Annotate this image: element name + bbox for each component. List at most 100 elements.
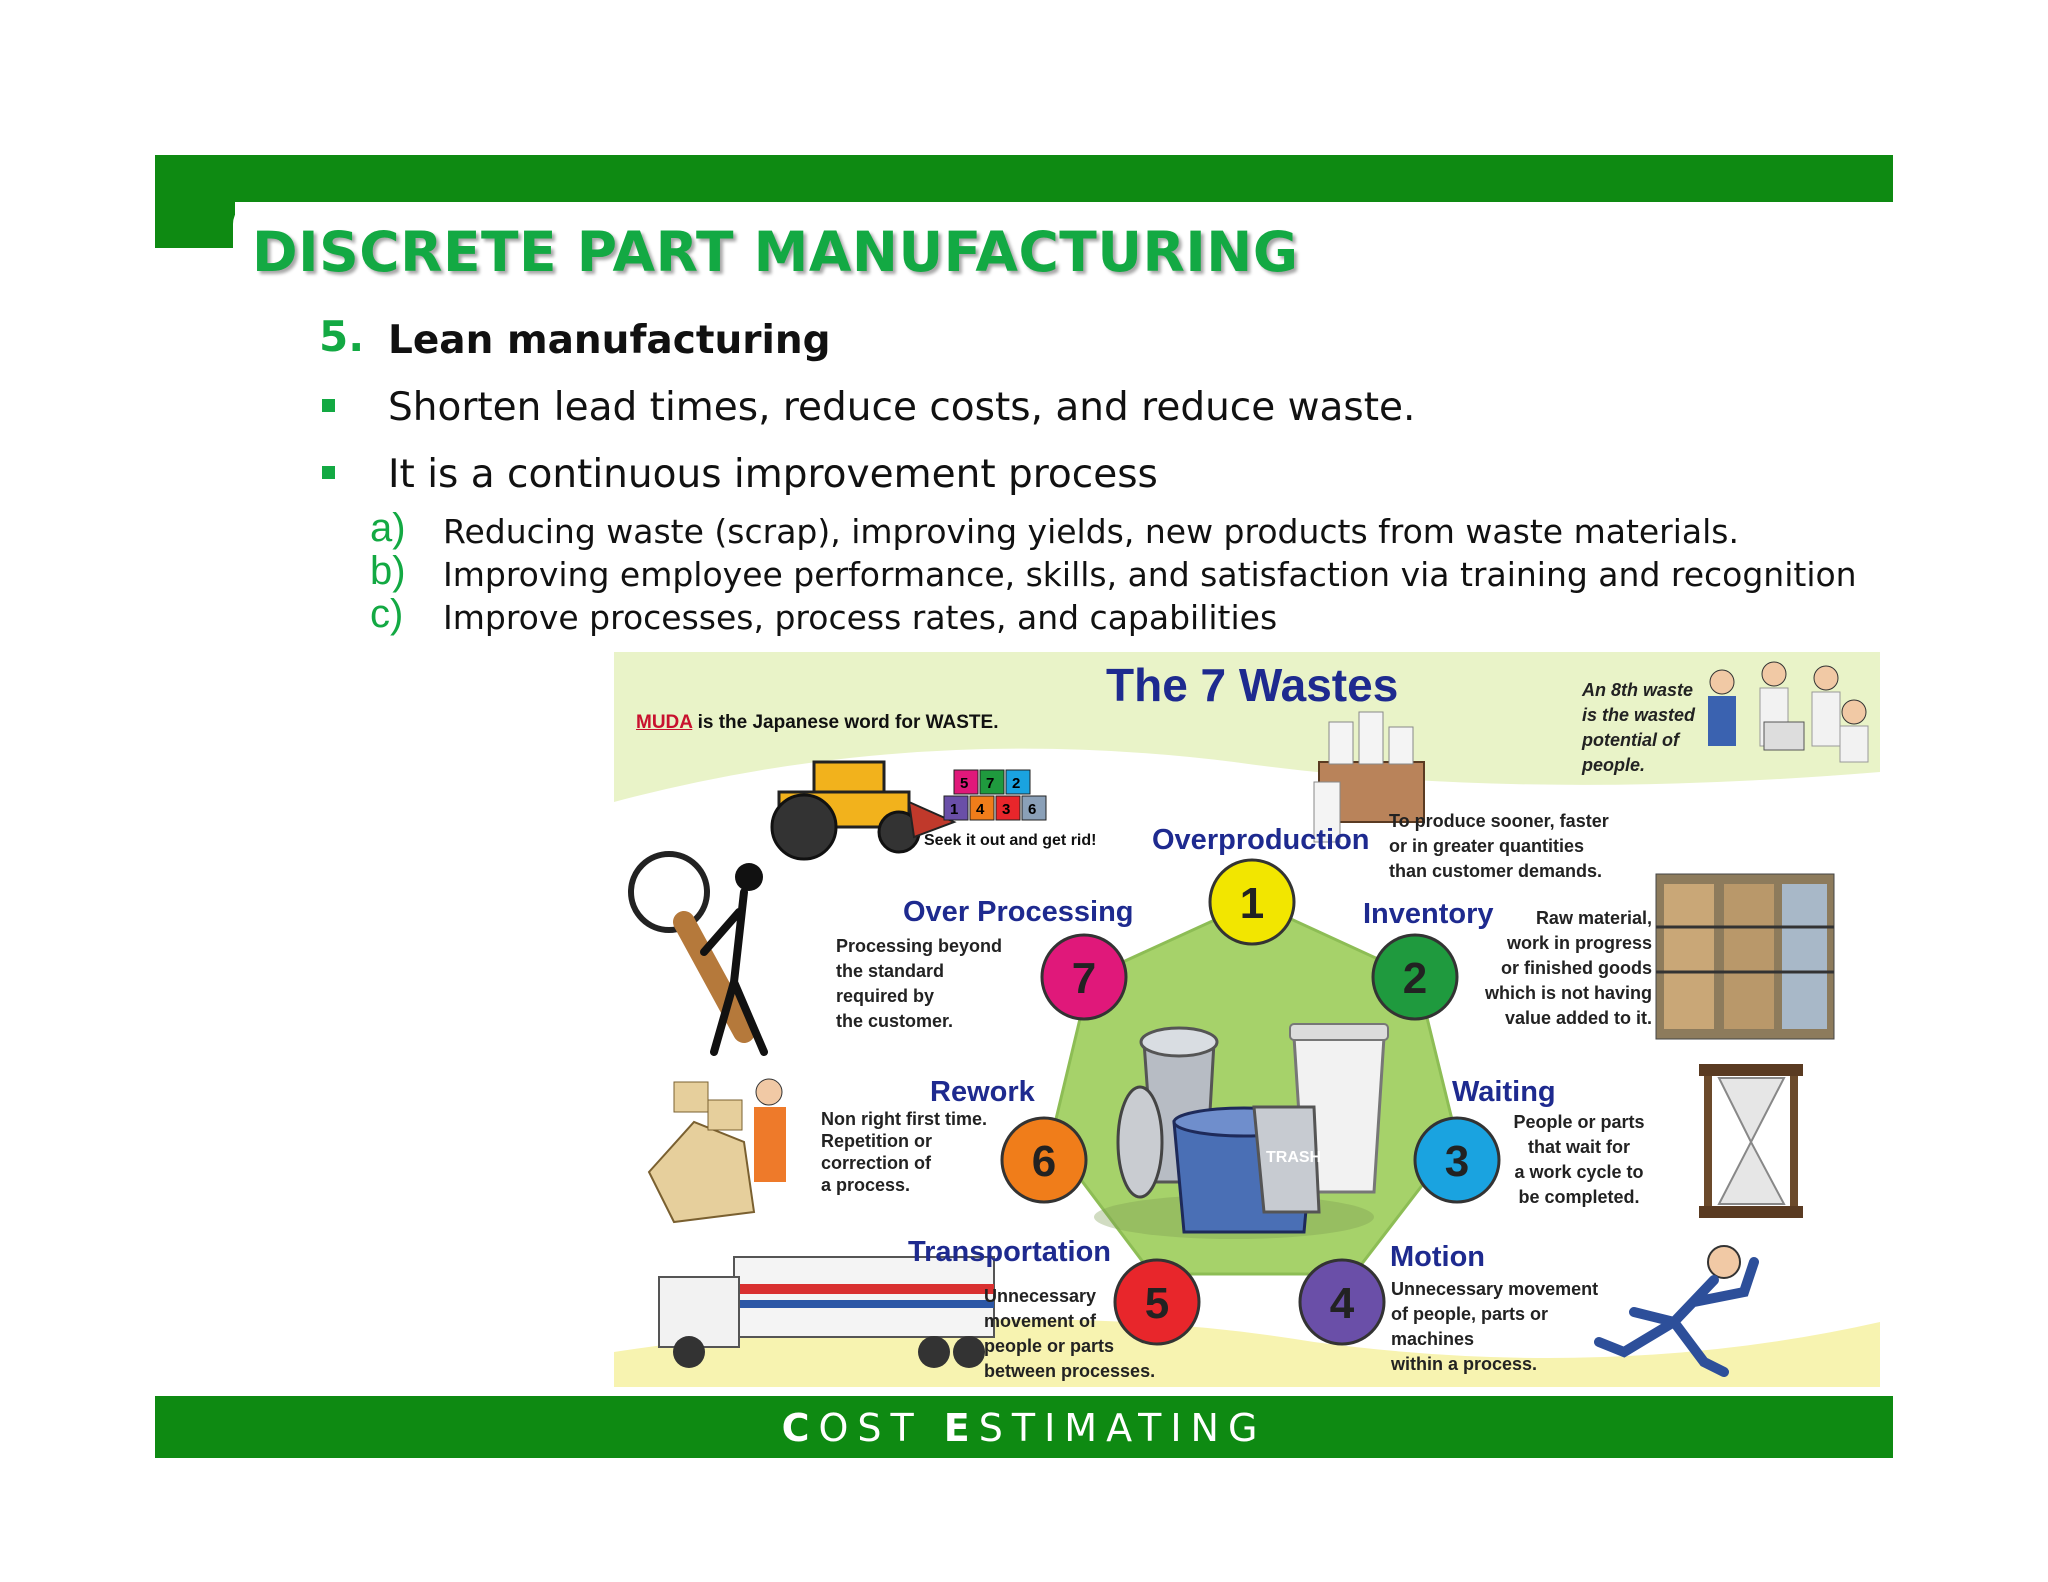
eighth-waste-line: people. bbox=[1582, 755, 1646, 775]
warehouse-illustration bbox=[1655, 873, 1835, 1040]
footer-initial-e: E bbox=[943, 1406, 979, 1450]
footer-title: COST ESTIMATING bbox=[155, 1406, 1893, 1450]
waste-desc-transportation: Unnecessary movement of people or parts … bbox=[984, 1284, 1155, 1384]
desc-line: which is not having bbox=[1484, 983, 1652, 1003]
bullet-text-1: Shorten lead times, reduce costs, and re… bbox=[388, 385, 1416, 430]
waste-name-overproduction: Overproduction bbox=[1152, 824, 1370, 856]
header-bar bbox=[155, 155, 1893, 202]
desc-line: the standard bbox=[836, 961, 945, 981]
trash-cans-illustration: TRASH bbox=[1094, 1023, 1389, 1239]
bullet-text-2: It is a continuous improvement process bbox=[388, 452, 1158, 497]
desc-line: the customer. bbox=[836, 1011, 954, 1031]
waste-circle-1 bbox=[1208, 858, 1296, 946]
boxes-worker-illustration bbox=[647, 1078, 786, 1224]
svg-text:6: 6 bbox=[1028, 801, 1036, 818]
seven-wastes-infographic: TRASH 5 7 2 1 4 3 6 bbox=[614, 652, 1880, 1387]
bullet-marker bbox=[322, 466, 335, 479]
desc-line: within a process. bbox=[1391, 1354, 1538, 1374]
waste-desc-over-processing: Processing beyond the standard required … bbox=[836, 934, 1002, 1034]
waste-name-waiting: Waiting bbox=[1452, 1076, 1556, 1108]
waste-name-inventory: Inventory bbox=[1363, 898, 1494, 930]
magnifier-man-illustration bbox=[628, 851, 768, 1056]
muda-caption: MUDA is the Japanese word for WASTE. bbox=[636, 712, 998, 734]
waste-desc-motion: Unnecessary movement of people, parts or… bbox=[1391, 1277, 1598, 1377]
desc-line: be completed. bbox=[1518, 1187, 1640, 1207]
footer-word-ost: OST bbox=[818, 1406, 944, 1450]
eighth-waste-line: potential of bbox=[1582, 730, 1679, 750]
desc-line: that wait for bbox=[1528, 1137, 1630, 1157]
desc-line: of people, parts or bbox=[1391, 1304, 1549, 1324]
waste-number-6: 6 bbox=[1032, 1137, 1056, 1186]
waste-number-7: 7 bbox=[1072, 954, 1096, 1003]
desc-line: work in progress bbox=[1506, 933, 1652, 953]
desc-line: between processes. bbox=[984, 1361, 1156, 1381]
desc-line: Unnecessary bbox=[984, 1286, 1097, 1306]
desc-line: correction of bbox=[821, 1153, 932, 1173]
waste-circle-7 bbox=[1040, 933, 1128, 1021]
infographic-art: TRASH 5 7 2 1 4 3 6 bbox=[614, 652, 1880, 1387]
running-man-illustration bbox=[1594, 1245, 1759, 1377]
waste-number-2: 2 bbox=[1403, 954, 1427, 1003]
desc-line: Unnecessary movement bbox=[1391, 1279, 1599, 1299]
sub-item-letter-a: a) bbox=[370, 506, 406, 550]
seek-caption: Seek it out and get rid! bbox=[924, 832, 1097, 849]
hourglass-illustration bbox=[1699, 1064, 1803, 1218]
waste-number-3: 3 bbox=[1445, 1137, 1469, 1186]
title-panel bbox=[233, 202, 1893, 262]
svg-text:4: 4 bbox=[976, 801, 985, 818]
bullet-marker bbox=[322, 399, 335, 412]
waste-name-over-processing: Over Processing bbox=[903, 896, 1134, 928]
waste-circle-3 bbox=[1413, 1116, 1501, 1204]
waste-desc-overproduction: To produce sooner, faster or in greater … bbox=[1389, 809, 1609, 884]
waste-name-rework: Rework bbox=[930, 1076, 1035, 1108]
header-tab-accent bbox=[155, 155, 235, 248]
desc-line: required by bbox=[836, 986, 935, 1006]
eighth-waste-line: is the wasted bbox=[1582, 705, 1696, 725]
desc-line: or in greater quantities bbox=[1389, 836, 1585, 856]
desc-line: movement of bbox=[984, 1311, 1097, 1331]
waste-name-transportation: Transportation bbox=[908, 1236, 1112, 1268]
desc-line: than customer demands. bbox=[1389, 861, 1603, 881]
desc-line: machines bbox=[1391, 1329, 1475, 1349]
sub-item-letter-c: c) bbox=[370, 592, 404, 636]
svg-text:2: 2 bbox=[1012, 775, 1020, 792]
desc-line: Processing beyond bbox=[836, 936, 1003, 956]
section-heading: Lean manufacturing bbox=[388, 318, 831, 363]
desc-line: People or parts bbox=[1513, 1112, 1645, 1132]
desc-line: people or parts bbox=[984, 1336, 1115, 1356]
footer-initial-c: C bbox=[781, 1406, 819, 1450]
sub-item-text-b: Improving employee performance, skills, … bbox=[443, 555, 1857, 594]
footer-word-stimating: STIMATING bbox=[978, 1406, 1267, 1450]
desc-line: To produce sooner, faster bbox=[1389, 811, 1609, 831]
svg-text:7: 7 bbox=[986, 775, 994, 792]
waste-desc-rework: Non right first time. Repetition or corr… bbox=[821, 1108, 987, 1196]
waste-circle-4 bbox=[1298, 1258, 1386, 1346]
waste-name-motion: Motion bbox=[1390, 1241, 1486, 1273]
desc-line: Raw material, bbox=[1535, 908, 1652, 928]
waste-number-1: 1 bbox=[1240, 879, 1264, 928]
tractor-illustration bbox=[770, 760, 957, 861]
trash-label: TRASH bbox=[1266, 1149, 1321, 1166]
waste-desc-inventory: Raw material, work in progress or finish… bbox=[1482, 906, 1652, 1031]
section-number: 5. bbox=[319, 312, 365, 361]
waste-circle-5 bbox=[1113, 1258, 1201, 1346]
eighth-waste-caption: An 8th waste is the wasted potential of … bbox=[1582, 678, 1695, 778]
sub-item-letter-b: b) bbox=[370, 549, 406, 593]
waste-circle-6 bbox=[1000, 1116, 1088, 1204]
sub-item-text-a: Reducing waste (scrap), improving yields… bbox=[443, 512, 1739, 551]
sub-item-text-c: Improve processes, process rates, and ca… bbox=[443, 598, 1278, 637]
number-blocks: 5 7 2 1 4 3 6 bbox=[943, 769, 1047, 821]
muda-caption-rest: is the Japanese word for WASTE. bbox=[692, 712, 999, 733]
svg-text:3: 3 bbox=[1002, 801, 1010, 818]
desc-line: a process. bbox=[821, 1175, 911, 1195]
slide-title: DISCRETE PART MANUFACTURING bbox=[252, 220, 1299, 284]
desc-line: Non right first time. bbox=[821, 1109, 987, 1129]
eighth-waste-line: An 8th waste bbox=[1582, 680, 1694, 700]
truck-illustration bbox=[658, 1256, 995, 1368]
svg-text:5: 5 bbox=[960, 775, 968, 792]
desc-line: Repetition or bbox=[821, 1131, 932, 1151]
desc-line: or finished goods bbox=[1501, 958, 1652, 978]
footer-bar: COST ESTIMATING bbox=[155, 1396, 1893, 1458]
desk-illustration bbox=[1313, 711, 1425, 843]
waste-number-4: 4 bbox=[1330, 1279, 1355, 1328]
